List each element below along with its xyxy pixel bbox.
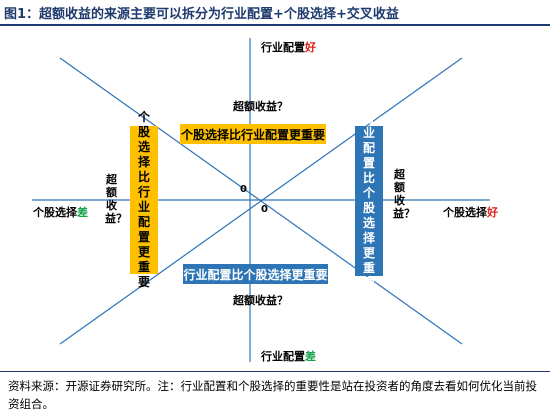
figure-title: 图1：超额收益的来源主要可以拆分为行业配置+个股选择+交叉收益 <box>4 7 399 22</box>
quadrant-label-right: 超额收益？ <box>393 168 415 220</box>
title-rule <box>0 24 550 26</box>
axis-label-top: 行业配置好 <box>261 41 316 54</box>
axis-label-left: 个股选择差 <box>33 206 88 219</box>
yellow-horizontal-text: 个股选择比行业配置更重要 <box>180 127 325 142</box>
blue-horizontal-text: 行业配置比个股选择更重要 <box>183 267 328 282</box>
yellow-vertical-box: 个股选择比行业配置更重要 <box>130 110 158 289</box>
origin-label-a: 0 <box>240 184 247 195</box>
origin-label-b: 0 <box>261 204 268 215</box>
quadrant-label-bottom: 超额收益？ <box>233 294 288 307</box>
quadrant-label-top: 超额收益？ <box>233 100 288 113</box>
quadrant-label-left: 超额收益？ <box>105 173 127 225</box>
axis-label-bottom: 行业配置差 <box>261 350 316 363</box>
blue-vertical-text: 行业配置比个股选择更重要 <box>362 111 375 290</box>
axis-label-right: 个股选择好 <box>443 206 498 219</box>
yellow-horizontal-box: 个股选择比行业配置更重要 <box>180 124 326 144</box>
footnote-rule <box>0 371 550 372</box>
yellow-vertical-text: 个股选择比行业配置更重要 <box>137 110 150 289</box>
blue-horizontal-box: 行业配置比个股选择更重要 <box>183 264 328 284</box>
source-footnote: 资料来源：开源证券研究所。注：行业配置和个股选择的重要性是站在投资者的角度去看如… <box>8 379 537 411</box>
blue-vertical-box: 行业配置比个股选择更重要 <box>355 111 383 290</box>
diagonal-falling <box>59 57 463 345</box>
